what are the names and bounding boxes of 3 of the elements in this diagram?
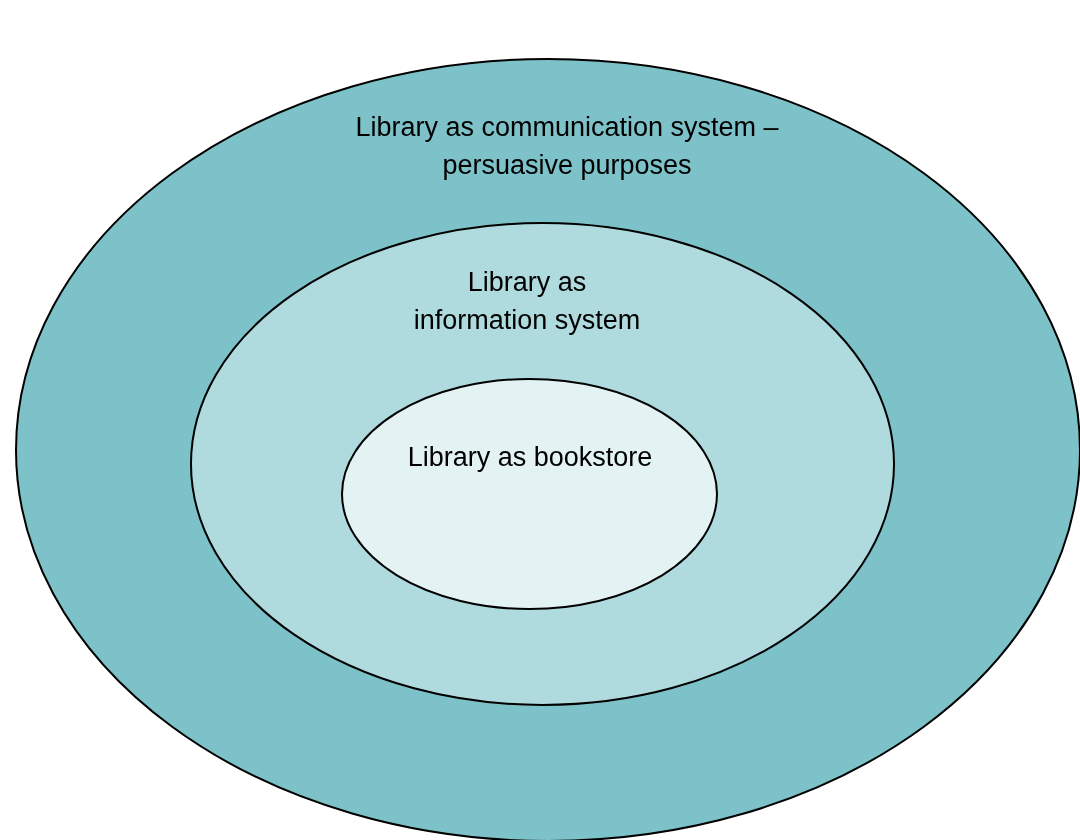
ellipse-label: Library as communication system – persuasive purposes xyxy=(354,111,780,182)
ellipse-label: Library as bookstore xyxy=(406,441,654,474)
ellipse-label: Library as information system xyxy=(412,266,642,337)
